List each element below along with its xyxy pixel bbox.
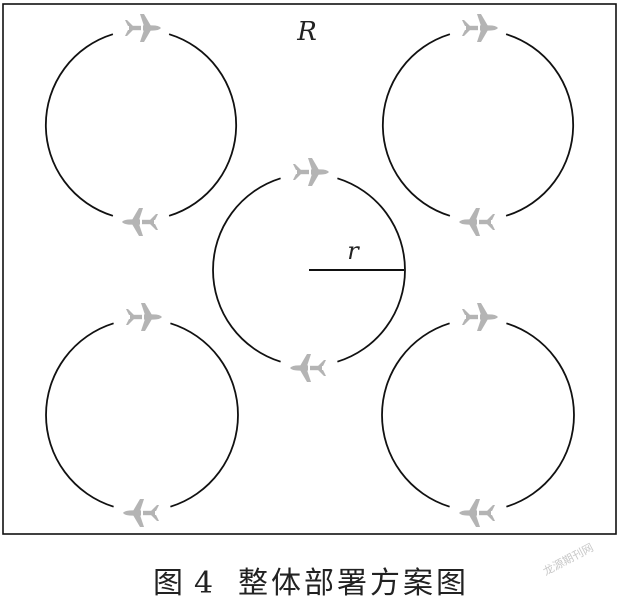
circle-top-left-top-airplane-icon <box>125 14 161 42</box>
circle-center-bottom-airplane-icon <box>290 354 326 382</box>
circle-bottom-left-top-airplane-icon <box>126 303 162 331</box>
circle-top-left-bottom-airplane-icon <box>122 208 158 236</box>
circle-bottom-left-right-arc <box>170 322 239 508</box>
radius-label: r <box>347 237 360 265</box>
circle-bottom-right-bottom-airplane-icon <box>459 499 495 527</box>
caption-figure-number: 4 <box>193 566 217 601</box>
circle-bottom-left-bottom-airplane-icon <box>123 499 159 527</box>
circle-top-left-right-arc <box>168 33 238 217</box>
caption-title: 整体部署方案图 <box>238 566 470 601</box>
deployment-area-boundary <box>2 3 617 535</box>
circle-top-right-top-airplane-icon <box>462 14 498 42</box>
circle-center-left-arc <box>212 177 281 363</box>
circle-top-right-right-arc <box>505 33 575 217</box>
outer-area-label: R <box>296 17 317 47</box>
circle-bottom-right-left-arc <box>381 322 450 508</box>
circle-bottom-right-right-arc <box>506 322 575 508</box>
circle-top-left-left-arc <box>44 33 114 217</box>
circle-top-right-left-arc <box>381 33 451 217</box>
circle-bottom-right-top-airplane-icon <box>462 303 498 331</box>
circle-center-right-arc <box>337 177 406 363</box>
circle-top-right-bottom-airplane-icon <box>459 208 495 236</box>
circle-center-top-airplane-icon <box>293 158 329 186</box>
caption-figure-word: 图 <box>152 566 186 601</box>
circle-bottom-left-left-arc <box>45 322 114 508</box>
